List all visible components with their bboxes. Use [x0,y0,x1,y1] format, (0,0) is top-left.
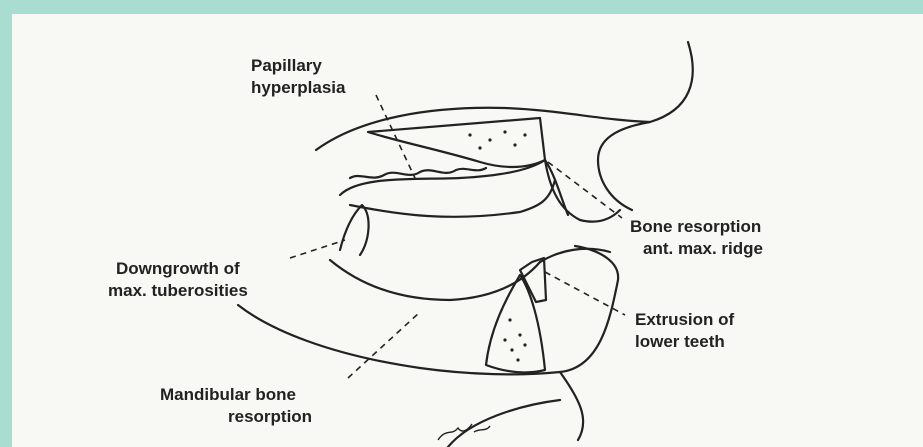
label-downgrowth-line1: Downgrowth of [116,259,240,278]
label-extrusion-line2: lower teeth [635,332,725,351]
mandible-bone [486,275,545,372]
hyperplasia-fringe [350,168,486,178]
label-mandibular-line2: resorption [228,407,312,426]
chin-profile [560,372,583,440]
upper-lip-outline [316,108,650,150]
label-extrusion-line1: Extrusion of [635,310,735,329]
leader-mandibular [348,312,420,378]
mandible-outline [238,246,618,374]
lower-lip [540,249,610,262]
label-downgrowth-line2: max. tuberosities [108,281,248,300]
label-bone-resorption-line1: Bone resorption [630,217,761,236]
label-papillary-line1: Papillary [251,56,322,75]
label-papillary-line2: hyperplasia [251,78,346,97]
leader-downgrowth [290,240,345,258]
label-mandibular-line1: Mandibular bone [160,385,296,404]
tuberosity [340,205,369,255]
nose-profile [598,42,693,210]
label-bone-resorption-line2: ant. max. ridge [643,239,763,258]
leader-extrusion [545,272,625,315]
maxilla-bone [368,118,545,167]
neck-line [448,400,560,447]
maxillary-vestibule [350,180,555,217]
